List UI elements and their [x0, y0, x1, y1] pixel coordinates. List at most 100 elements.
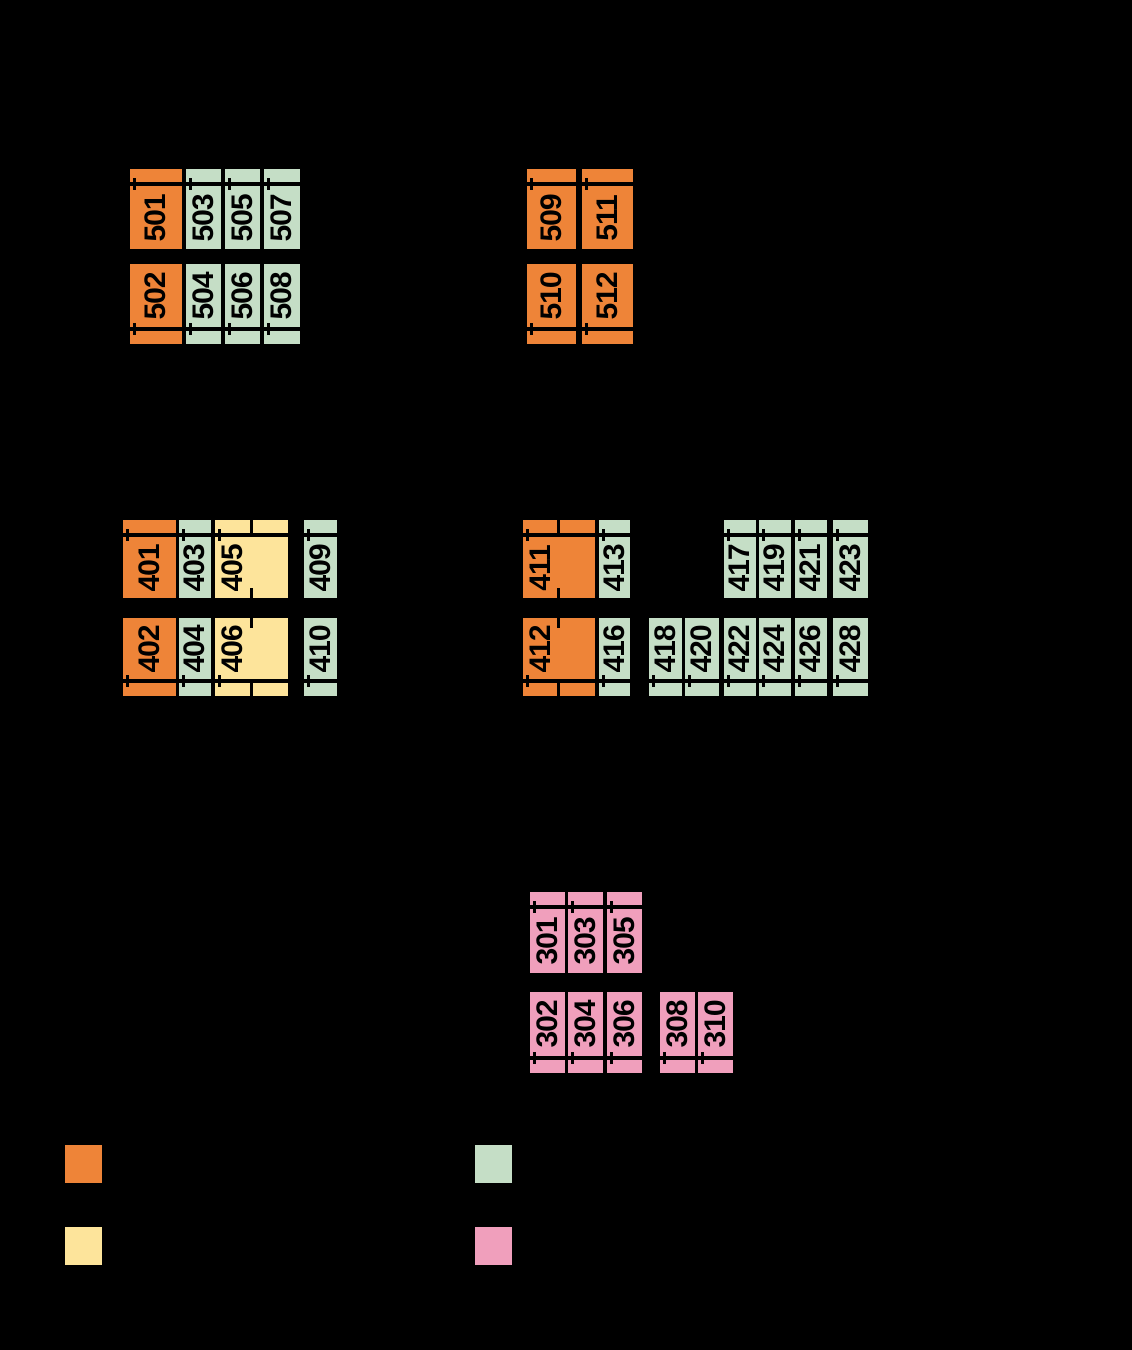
door-tick: [526, 675, 529, 687]
room-number: 505: [225, 193, 259, 242]
room-unit-310: 310: [698, 992, 733, 1073]
room-number: 424: [758, 624, 791, 673]
room-unit-423: 423: [833, 520, 868, 598]
unit-divider-line: [130, 327, 182, 331]
door-tick: [218, 529, 221, 541]
door-tick: [585, 323, 588, 335]
legend-swatch-green: [475, 1145, 512, 1183]
legend-swatch-pink: [475, 1227, 512, 1265]
room-number: 506: [225, 271, 259, 320]
room-number: 410: [303, 624, 337, 673]
unit-divider-line: [530, 905, 565, 909]
door-tick: [652, 675, 655, 687]
unit-divider-line: [264, 182, 300, 186]
room-unit-501: 501: [130, 169, 182, 249]
door-tick: [836, 529, 839, 541]
unit-divider-line: [527, 327, 576, 331]
room-number: 511: [590, 194, 624, 241]
room-unit-303: 303: [568, 892, 603, 973]
room-unit-417: 417: [723, 520, 756, 598]
door-tick: [836, 675, 839, 687]
door-tick: [126, 529, 129, 541]
unit-divider-line: [530, 1056, 565, 1060]
partition-tick: [557, 520, 560, 537]
door-tick: [267, 178, 270, 190]
room-number: 416: [597, 624, 631, 673]
unit-divider-line: [582, 327, 633, 331]
door-tick: [533, 901, 536, 913]
room-number: 310: [698, 1000, 732, 1048]
door-tick: [189, 323, 192, 335]
room-unit-409: 409: [304, 520, 337, 598]
room-number: 420: [685, 624, 718, 673]
unit-divider-line: [186, 182, 221, 186]
room-unit-404: 404: [178, 618, 211, 696]
room-unit-413: 413: [597, 520, 631, 598]
room-unit-507: 507: [264, 169, 300, 249]
room-unit-406: 406: [215, 618, 288, 696]
room-number: 406: [216, 624, 250, 673]
room-number: 306: [607, 1000, 641, 1048]
room-unit-416: 416: [597, 618, 631, 696]
room-number: 413: [597, 543, 631, 592]
room-number: 509: [534, 193, 568, 242]
room-unit-422: 422: [723, 618, 756, 696]
room-number: 404: [178, 624, 211, 673]
room-unit-411: 411: [523, 520, 595, 598]
door-tick: [228, 323, 231, 335]
room-number: 508: [265, 271, 298, 320]
room-unit-505: 505: [225, 169, 260, 249]
unit-divider-line: [123, 533, 176, 537]
door-tick: [610, 901, 613, 913]
room-number: 426: [794, 624, 827, 673]
door-tick: [218, 675, 221, 687]
room-unit-428: 428: [833, 618, 868, 696]
unit-divider-line: [186, 327, 221, 331]
unit-divider-line: [599, 533, 630, 537]
door-tick: [133, 178, 136, 190]
room-unit-503: 503: [186, 169, 221, 249]
room-number: 510: [534, 271, 568, 320]
unit-divider-line: [607, 905, 642, 909]
unit-divider-line: [795, 679, 827, 683]
room-number: 409: [303, 543, 337, 592]
room-unit-302: 302: [530, 992, 565, 1073]
door-tick: [307, 529, 310, 541]
room-number: 403: [178, 543, 211, 592]
room-number: 419: [758, 543, 791, 592]
door-tick: [798, 529, 801, 541]
room-unit-305: 305: [607, 892, 642, 973]
room-unit-502: 502: [130, 264, 182, 344]
unit-divider-line: [698, 1056, 733, 1060]
door-tick: [182, 529, 185, 541]
unit-divider-line: [179, 533, 211, 537]
partition-tick: [249, 618, 253, 628]
door-tick: [530, 178, 533, 190]
door-tick: [267, 323, 270, 335]
unit-divider-line: [527, 182, 576, 186]
door-tick: [727, 675, 730, 687]
room-unit-308: 308: [660, 992, 695, 1073]
room-number: 412: [524, 624, 557, 673]
room-number: 423: [833, 543, 867, 592]
room-number: 302: [530, 1000, 564, 1048]
room-number: 502: [139, 271, 172, 320]
room-unit-412: 412: [523, 618, 595, 696]
unit-divider-line: [724, 679, 756, 683]
unit-divider-line: [833, 533, 868, 537]
unit-divider-line: [130, 182, 182, 186]
unit-divider-line: [304, 533, 337, 537]
unit-divider-line: [649, 679, 682, 683]
unit-divider-line: [582, 182, 633, 186]
unit-divider-line: [685, 679, 719, 683]
unit-divider-line: [599, 679, 630, 683]
door-tick: [762, 529, 765, 541]
room-number: 405: [216, 543, 250, 592]
unit-divider-line: [568, 905, 603, 909]
door-tick: [133, 323, 136, 335]
room-number: 402: [132, 624, 166, 673]
unit-divider-line: [759, 679, 791, 683]
room-number: 305: [607, 917, 641, 965]
partition-tick: [557, 588, 560, 598]
